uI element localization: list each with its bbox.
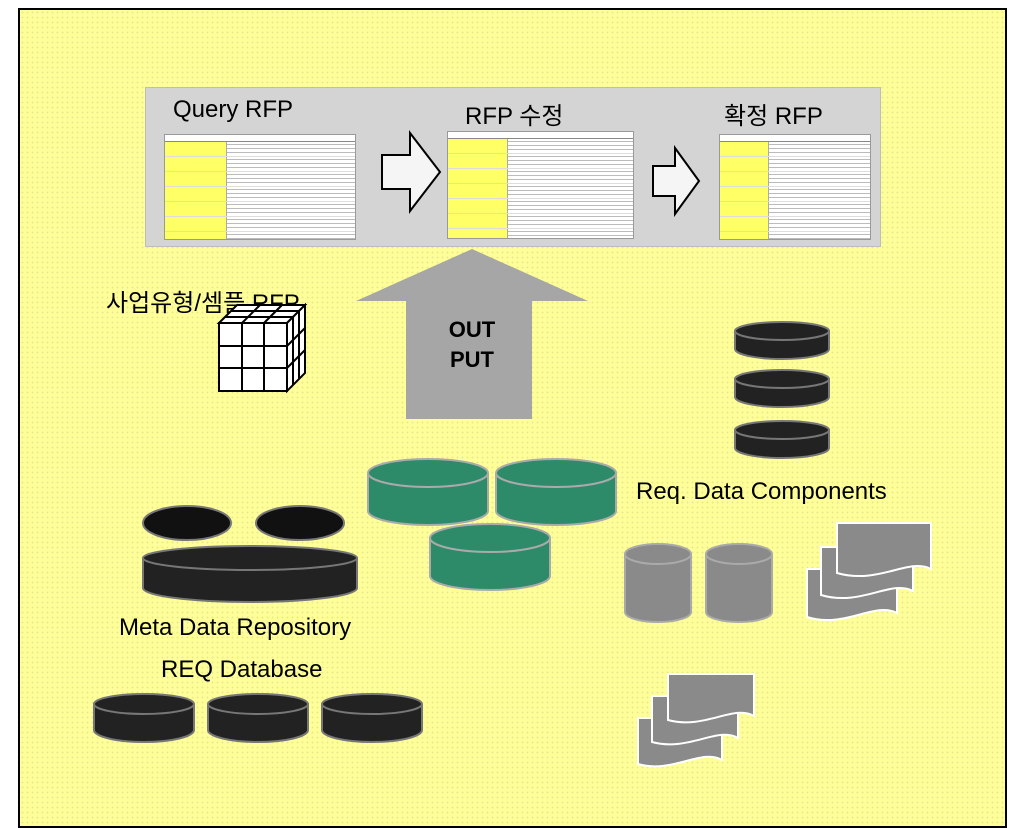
- output-label: OUT PUT: [432, 315, 512, 375]
- stage-title-rfp-edit: RFP 수정: [465, 103, 564, 130]
- rfp-document-final: [719, 134, 871, 240]
- database-icon: [705, 543, 773, 623]
- database-icon: [734, 321, 830, 360]
- stacked-documents-icon: [637, 673, 755, 768]
- database-icon: [207, 693, 309, 743]
- rfp-document-edit: [447, 131, 634, 239]
- stage-title-query-rfp: Query RFP: [173, 96, 294, 123]
- database-icon: [624, 543, 692, 623]
- stacked-documents-icon: [806, 522, 932, 622]
- block-arrow-right-icon: [381, 130, 442, 214]
- output-label-line2: PUT: [450, 347, 494, 372]
- database-icon: [142, 545, 358, 603]
- meta-data-repository-label: Meta Data Repository: [119, 614, 352, 641]
- database-icon: [93, 693, 195, 743]
- block-arrow-up-icon: [356, 249, 588, 419]
- database-icon: [255, 505, 345, 541]
- database-icon: [495, 458, 617, 526]
- req-database-label: REQ Database: [161, 656, 323, 683]
- req-data-components-label: Req. Data Components: [636, 478, 887, 505]
- output-label-line1: OUT: [448, 317, 496, 342]
- stage-title-final-rfp: 확정 RFP: [724, 103, 823, 130]
- database-icon: [734, 420, 830, 459]
- database-icon: [367, 458, 489, 526]
- database-icon: [429, 523, 551, 591]
- database-icon: [321, 693, 423, 743]
- database-icon: [142, 505, 232, 541]
- rfp-document-query: [164, 134, 356, 240]
- block-arrow-right-icon: [652, 144, 701, 218]
- database-icon: [734, 369, 830, 408]
- cube-grid-icon: [216, 302, 308, 394]
